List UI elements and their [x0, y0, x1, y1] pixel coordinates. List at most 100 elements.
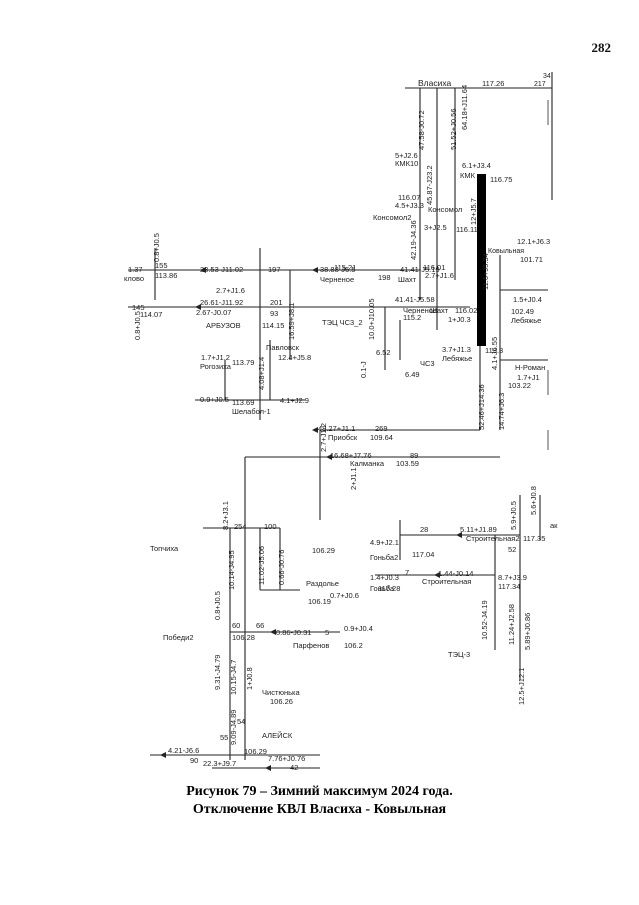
label-kmk-b: 45.87-J23.2 — [425, 165, 434, 205]
label-str-h: 12.5+J12.1 — [517, 668, 526, 705]
label-ale-kv: 106.29 — [244, 747, 267, 756]
label-chernoe2: Черненое — [403, 306, 437, 315]
label-54: 54 — [237, 717, 245, 726]
label-chs3: ЧС3 — [420, 359, 435, 368]
label-tec3: ТЭЦ-3 — [448, 650, 470, 659]
label-razd-kv: 106.19 — [308, 597, 331, 606]
label-str-kv: 117.35 — [523, 534, 545, 543]
label-konsomol2: Консомол2 — [373, 213, 411, 222]
label-top-kv: 106.29 — [312, 546, 335, 555]
label-arb-c: 2.67-J0.07 — [196, 308, 231, 317]
label-par-b: 0.9+J0.4 — [344, 624, 373, 633]
label-stroitelnaya: Строительная — [422, 577, 471, 586]
label-42: 42 — [290, 763, 298, 772]
label-stroitelnaya2: Строительная2 — [466, 534, 520, 543]
label-kalm-kv: 103.59 — [396, 459, 419, 468]
label-kalmanka: Калманка — [350, 459, 385, 468]
label-ale-c: 22.3+J9.7 — [203, 759, 236, 768]
label-kmk-c: 6.1+J3.4 — [462, 161, 491, 170]
label-pob-a: 0.8+J0.5 — [213, 591, 222, 620]
label-aleysk: АЛЕЙСК — [262, 731, 293, 740]
label-vert-b: 11.6+J5.34 — [481, 253, 490, 290]
label-top-right-b: 217 — [534, 81, 546, 88]
label-kmk10: КМК10 — [395, 159, 418, 168]
label-rogo-kv: 113.79 — [232, 358, 254, 367]
label-52: 52 — [508, 545, 516, 554]
label-nrom-kv: 103.22 — [508, 381, 531, 390]
label-shel-b: 4.1+J2.9 — [280, 396, 309, 405]
label-kovyl-a: 12.1+J6.3 — [517, 237, 550, 246]
page-number: 282 — [591, 40, 612, 55]
label-chernoe: Черненое — [320, 275, 354, 284]
label-gonba: Гоньба — [370, 584, 395, 593]
label-254: 254 — [234, 522, 247, 531]
label-prio-kv: 109.64 — [370, 433, 393, 442]
label-gon-kv: 117.04 — [412, 550, 434, 559]
label-str-a: 5.11+J1.89 — [460, 525, 497, 534]
label-v2: 51.52+J0.56 — [449, 109, 458, 151]
label-89: 89 — [410, 451, 418, 460]
label-chis-a: 10.15-J4.7 — [229, 660, 238, 695]
label-gon-c: 1.44-J0.14 — [438, 569, 473, 578]
label-arb-kv: 114.07 — [140, 310, 162, 319]
label-kmk: КМК — [460, 171, 476, 180]
label-145: 145 — [132, 303, 145, 312]
label-str-g: 5.89+J0.86 — [523, 613, 532, 650]
label-top-right-a: 34. — [543, 73, 553, 80]
label-kons-c: 42.19-J4.36 — [409, 220, 418, 260]
kvl-segment — [477, 174, 486, 346]
label-93: 93 — [270, 309, 278, 318]
label-100: 100 — [264, 522, 277, 531]
label-nrom-b: 14.74+J6.3 — [497, 393, 506, 430]
label-razd-a: 0.7+J0.6 — [330, 591, 359, 600]
label-ale-b: 7.76+J0.76 — [268, 754, 305, 763]
label-chern-a: 38.88-J6.5 — [320, 265, 355, 274]
label-chis-kv: 106.26 — [270, 697, 293, 706]
label-pob-c: 9.31-J4.79 — [213, 655, 222, 690]
label-90: 90 — [190, 756, 198, 765]
label-shelabol: Шелабол-1 — [232, 407, 271, 416]
label-116-01: 116.01 — [423, 263, 445, 272]
label-155: 155 — [155, 261, 168, 270]
label-gon-a: 4.9+J2.1 — [370, 538, 399, 547]
label-priobsk: Приобск — [328, 433, 358, 442]
label-pobeda: Победи2 — [163, 633, 194, 642]
label-197: 197 — [268, 265, 281, 274]
label-chern-d: 2.7+J1.6 — [425, 271, 454, 280]
label-arb-a: 2.7+J1.6 — [216, 286, 245, 295]
label-nrom-a: 1.7+J1 — [517, 373, 540, 382]
label-leb-kv: 102.49 — [511, 307, 534, 316]
label-shakh: Шахт — [398, 275, 417, 284]
label-chis-c: 9.09-J4.89 — [229, 710, 238, 745]
label-par-kv: 106.2 — [344, 641, 363, 650]
diagram-labels: Власиха 117.26 34. 217 47.58-J0.72 51.52… — [124, 73, 558, 772]
label-kons-kv: 116.07 — [398, 193, 420, 202]
label-tec-b: 0.1-J — [359, 361, 368, 378]
label-vert-a: 52.46+J14.36 — [477, 384, 486, 430]
label-shakh2: Шахт — [430, 306, 449, 315]
label-chistyunka: Чистюнька — [262, 688, 300, 697]
label-kons-b: 3+J2.5 — [424, 223, 447, 232]
label-vlasikha-kv: 117.26 — [482, 79, 504, 88]
label-shakh-a: 41.41-J5.58 — [395, 295, 435, 304]
label-v1: 47.58-J0.72 — [417, 110, 426, 150]
label-kons-kv2: 116.11 — [456, 225, 478, 234]
label-tec-kv: 6.49 — [405, 370, 420, 379]
label-pavlovsk: Павловск — [266, 343, 300, 352]
label-top-c: 0.66-J0.76 — [277, 550, 286, 585]
label-klovo: клово — [124, 274, 144, 283]
label-201: 201 — [270, 298, 283, 307]
network-lines — [128, 72, 553, 769]
label-str-b: 5.9+J0.5 — [509, 501, 518, 530]
label-gonba2: Гоньба2 — [370, 553, 398, 562]
label-top-a: 8.2+J3.1 — [221, 501, 230, 530]
label-269: 269 — [375, 424, 388, 433]
label-shel-kv: 113.69 — [232, 398, 254, 407]
label-str-c: 5.6+J0.8 — [529, 486, 538, 515]
label-klovo-kv: 113.86 — [155, 271, 177, 280]
figure-caption-line-1: Рисунок 79 – Зимний максимум 2024 года. — [186, 784, 453, 799]
label-kons-d: 12+J5.7 — [469, 198, 478, 225]
label-vlasikha: Власиха — [418, 78, 452, 88]
label-kovyl-kv: 101.71 — [520, 255, 543, 264]
label-str-kv2: 117.34 — [498, 582, 520, 591]
